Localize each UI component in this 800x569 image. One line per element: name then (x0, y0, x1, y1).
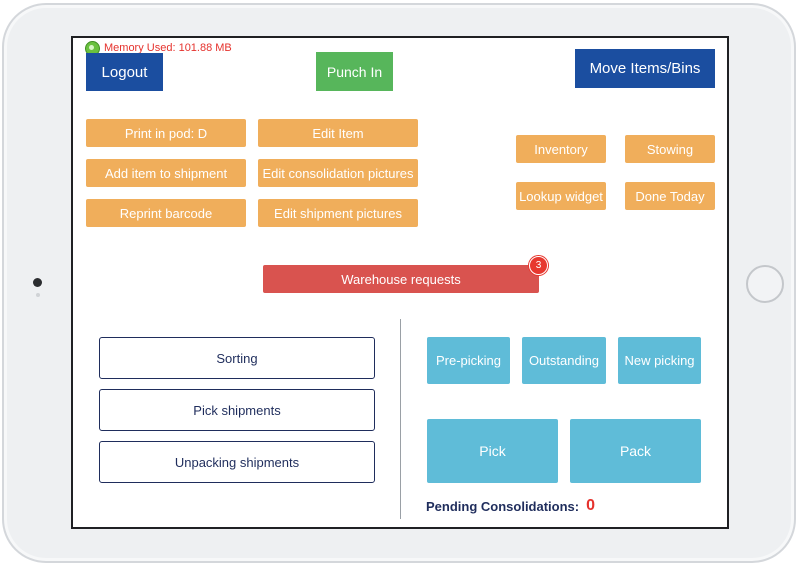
camera-icon (33, 278, 42, 287)
stowing-button[interactable]: Stowing (625, 135, 715, 163)
home-button[interactable] (746, 265, 784, 303)
print-in-pod-button[interactable]: Print in pod: D (86, 119, 246, 147)
sensor-dot (36, 293, 40, 297)
edit-item-button[interactable]: Edit Item (258, 119, 418, 147)
warehouse-requests-badge: 3 (529, 256, 548, 275)
new-picking-button[interactable]: New picking (618, 337, 701, 384)
punch-in-button[interactable]: Punch In (316, 52, 393, 91)
pending-consolidations-count: 0 (586, 497, 596, 514)
pending-consolidations-label: Pending Consolidations: (426, 498, 580, 514)
pre-picking-button[interactable]: Pre-picking (427, 337, 510, 384)
reprint-barcode-button[interactable]: Reprint barcode (86, 199, 246, 227)
pick-button[interactable]: Pick (427, 419, 558, 483)
edit-shipment-pictures-button[interactable]: Edit shipment pictures (258, 199, 418, 227)
pick-shipments-button[interactable]: Pick shipments (99, 389, 375, 431)
inventory-button[interactable]: Inventory (516, 135, 606, 163)
pack-button[interactable]: Pack (570, 419, 701, 483)
memory-status: Memory Used: 101.88 MB (85, 40, 232, 56)
lookup-widget-button[interactable]: Lookup widget (516, 182, 606, 210)
warehouse-requests-button[interactable]: Warehouse requests (263, 265, 539, 293)
logout-button[interactable]: Logout (86, 53, 163, 91)
app-screen: Memory Used: 101.88 MB Logout Punch In M… (71, 36, 729, 529)
section-divider (400, 319, 401, 519)
done-today-button[interactable]: Done Today (625, 182, 715, 210)
sorting-button[interactable]: Sorting (99, 337, 375, 379)
memory-used-label: Memory Used: 101.88 MB (104, 42, 232, 54)
move-items-bins-button[interactable]: Move Items/Bins (575, 49, 715, 88)
edit-consolidation-pictures-button[interactable]: Edit consolidation pictures (258, 159, 418, 187)
unpacking-shipments-button[interactable]: Unpacking shipments (99, 441, 375, 483)
add-item-to-shipment-button[interactable]: Add item to shipment (86, 159, 246, 187)
outstanding-button[interactable]: Outstanding (522, 337, 606, 384)
pending-consolidations: Pending Consolidations: 0 (426, 497, 595, 515)
